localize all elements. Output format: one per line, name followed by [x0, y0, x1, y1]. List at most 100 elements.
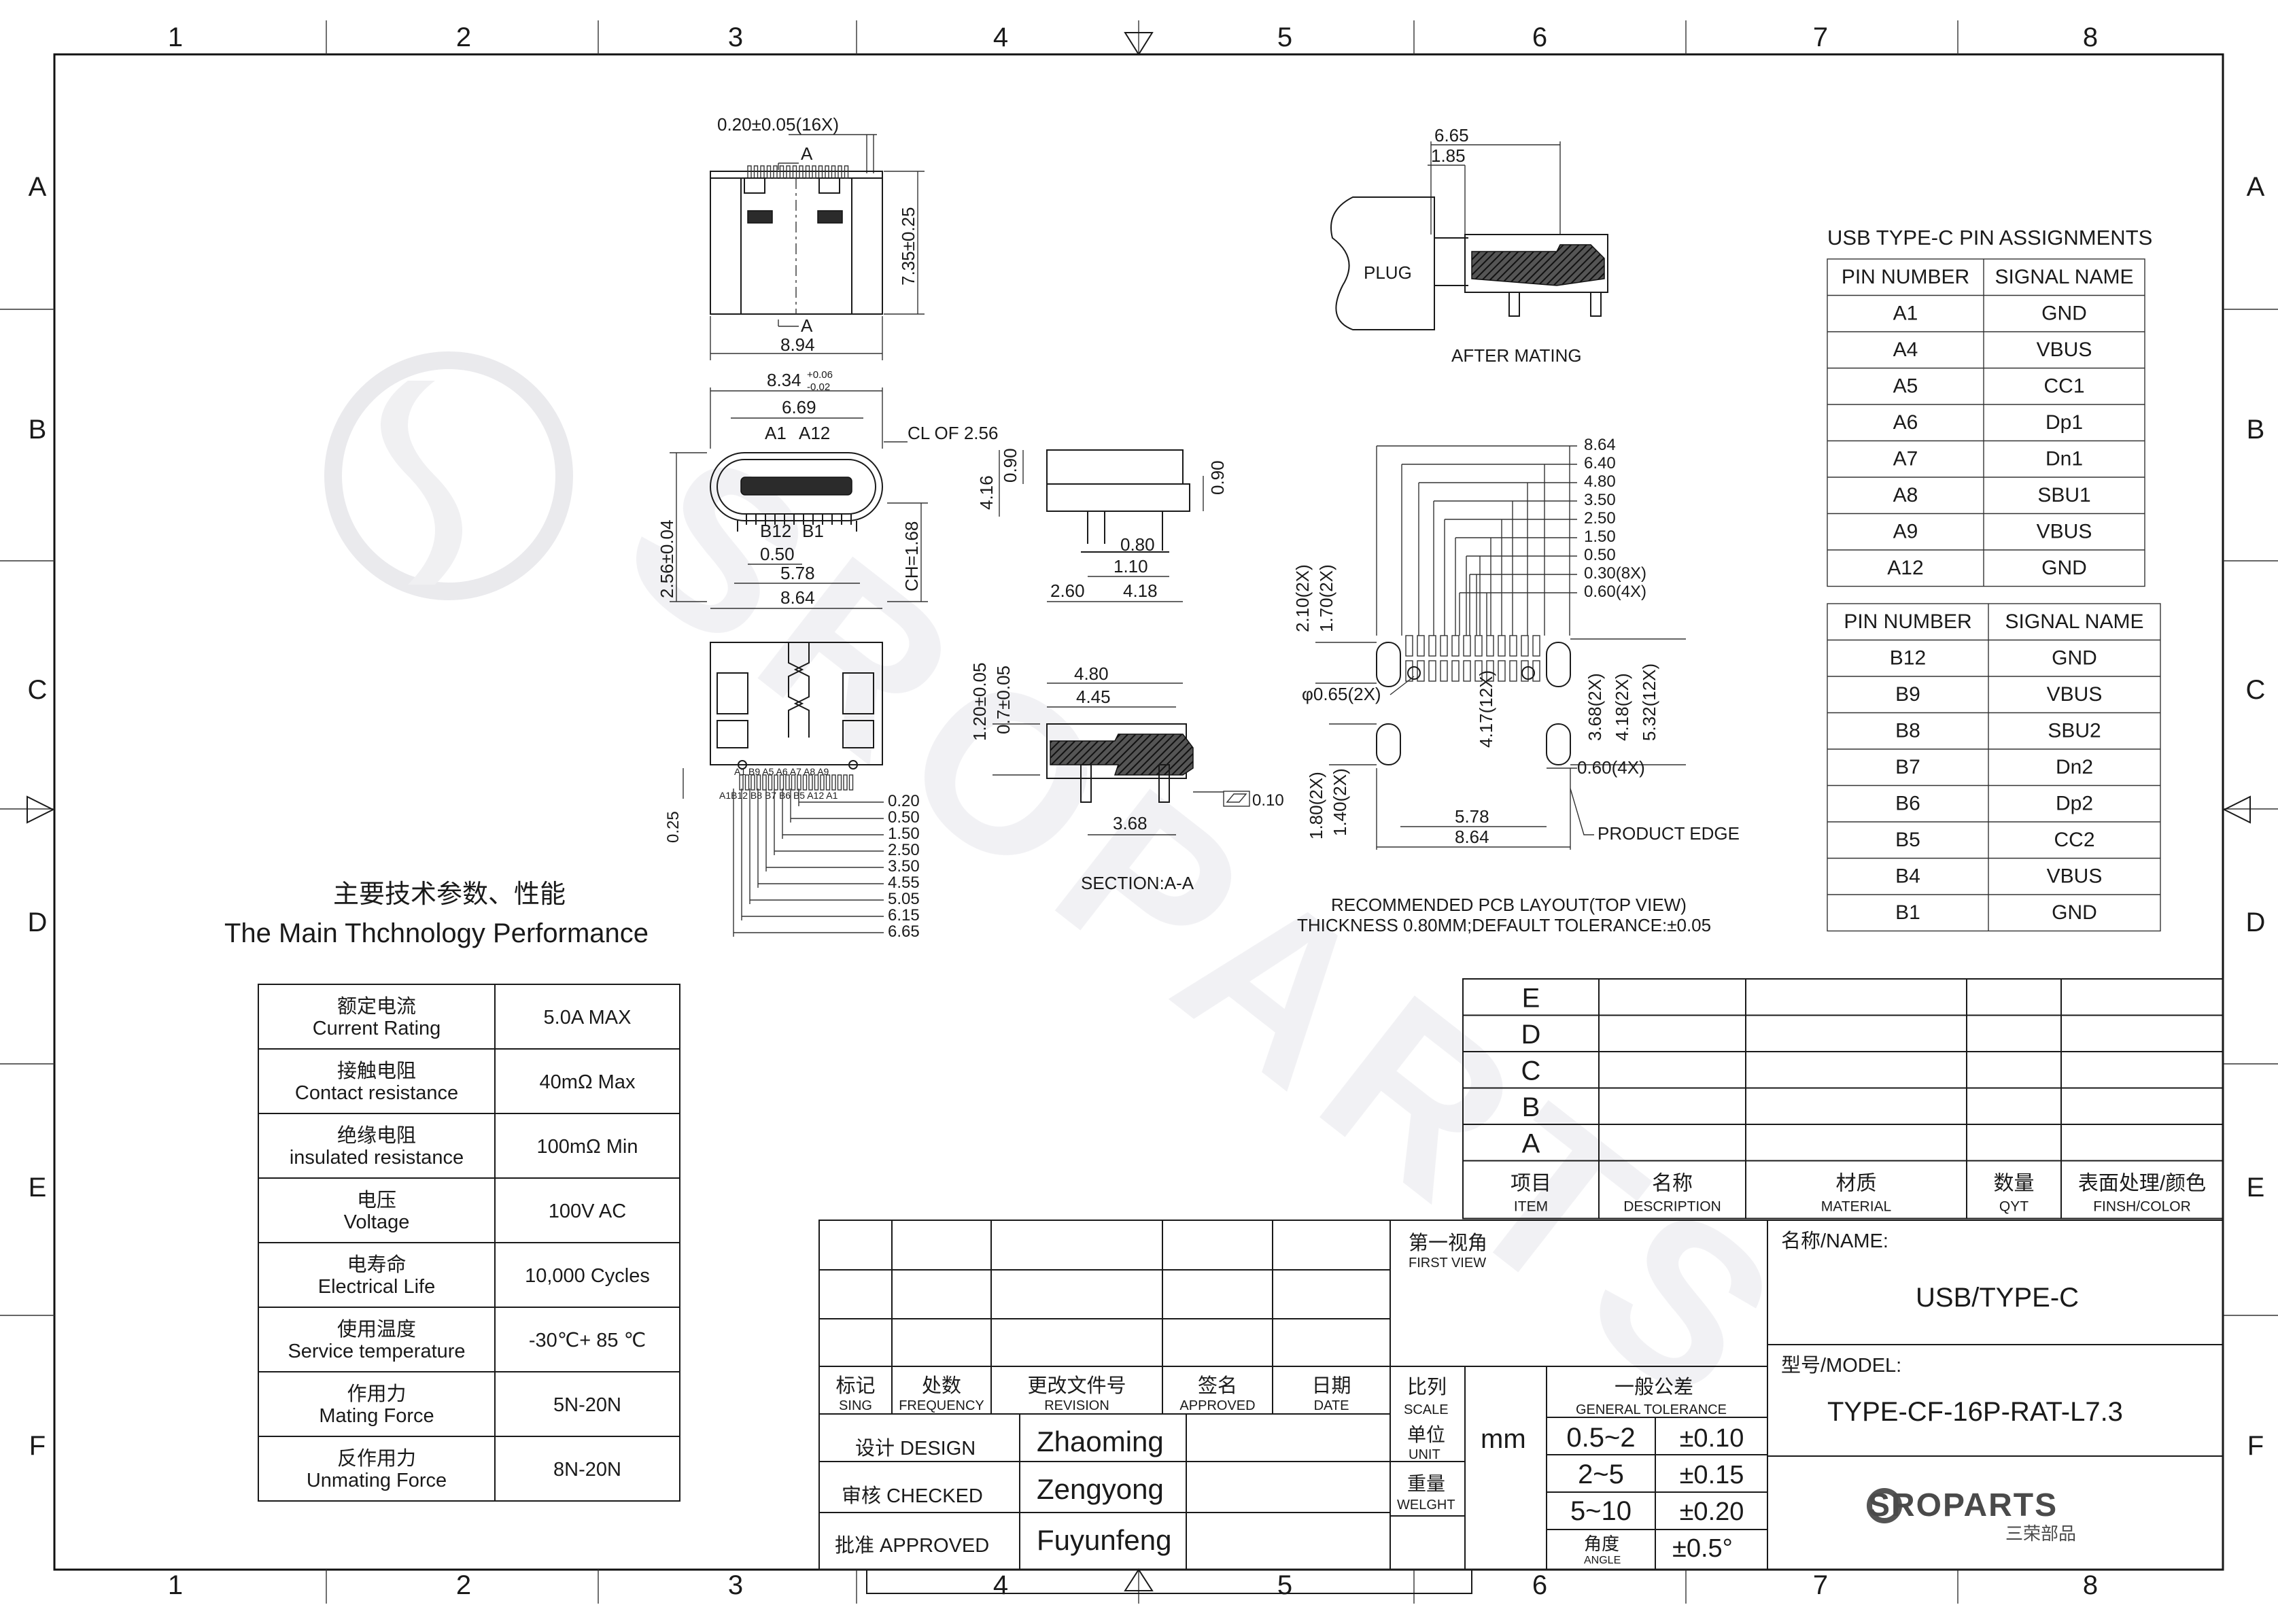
dim-height-735: 7.35±0.25: [898, 207, 918, 286]
zone-col-bottom-2: 2: [456, 1570, 471, 1600]
unit-value: mm: [1481, 1424, 1526, 1454]
pin-table-a-pin-2: A5: [1893, 375, 1918, 398]
dim-ch: CH=1.68: [901, 521, 922, 591]
perf-en-5: Service temperature: [288, 1341, 465, 1362]
bom-row-C: C: [1521, 1056, 1541, 1086]
after-mating-view: 6.65 1.85 PLUG AFTER MATING: [1330, 125, 1608, 366]
dim-416: 4.16: [976, 475, 997, 510]
bom-header-en-2: MATERIAL: [1821, 1199, 1891, 1215]
rev-header-en-1: FREQUENCY: [899, 1398, 984, 1413]
dim-368: 3.68: [1113, 813, 1147, 833]
zone-col-top-8: 8: [2083, 22, 2098, 52]
zone-row-right-D: D: [2246, 908, 2266, 937]
pin-a1-label: A1: [765, 423, 787, 443]
pin-table-b-signal-4: Dp2: [2056, 793, 2093, 815]
pcb-layout: 8.646.404.803.502.501.500.500.30(8X)0.60…: [1292, 436, 1740, 935]
perf-cn-6: 作用力: [347, 1383, 406, 1405]
pin-table-a-header-pin: PIN NUMBER: [1842, 266, 1969, 288]
approved-label: 批准 APPROVED: [835, 1534, 989, 1557]
dim-inner-width: 6.69: [782, 397, 816, 417]
angle-cn: 角度: [1584, 1534, 1619, 1554]
zone-row-right-C: C: [2246, 675, 2266, 705]
pin-table-b-pin-1: B9: [1895, 683, 1920, 706]
bom-header-cn-1: 名称: [1652, 1173, 1693, 1195]
bom-table: EDCBA项目ITEM名称DESCRIPTION材质MATERIAL数量QYT表…: [1462, 978, 2224, 1220]
pcb-dim-578: 5.78: [1455, 806, 1489, 827]
perf-val-6: 5N-20N: [553, 1394, 621, 1416]
logo-cn: 三荣部品: [2005, 1523, 2076, 1544]
centering-mark-left: [27, 795, 55, 824]
pin-table-a-signal-4: Dn1: [2046, 448, 2083, 470]
dim-090-right: 0.90: [1207, 460, 1228, 495]
first-view-en: FIRST VIEW: [1409, 1256, 1486, 1271]
dim-outer-width: 8.34: [767, 370, 801, 390]
tol-range-1: 2~5: [1578, 1459, 1624, 1489]
pin-table-a-pin-3: A6: [1893, 411, 1918, 434]
zone-col-top-3: 3: [728, 22, 743, 52]
pin-table-b-signal-5: CC2: [2054, 829, 2094, 851]
dim-445: 4.45: [1076, 687, 1111, 707]
dim-outer-tol-minus: -0.02: [807, 381, 830, 393]
pcb-caption-1: RECOMMENDED PCB LAYOUT(TOP VIEW): [1331, 895, 1687, 915]
zone-row-left-C: C: [28, 675, 48, 705]
zone-col-bottom-6: 6: [1532, 1570, 1547, 1600]
dim-080: 0.80: [1120, 534, 1155, 555]
dim-width-894: 8.94: [780, 334, 815, 355]
bottom-dim-5: 4.55: [888, 874, 920, 892]
rev-header-cn-2: 更改文件号: [1027, 1375, 1126, 1397]
perf-en-7: Unmating Force: [307, 1470, 447, 1491]
pin-table-a-signal-0: GND: [2041, 303, 2087, 325]
scale-en: SCALE: [1404, 1402, 1449, 1417]
pin-b12-label: B12: [760, 521, 791, 541]
bottom-dim-1: 0.50: [888, 808, 920, 827]
perf-cn-7: 反作用力: [337, 1447, 416, 1470]
bottom-dim-2: 1.50: [888, 825, 920, 843]
zone-col-top-1: 1: [168, 22, 183, 52]
perf-val-4: 10,000 Cycles: [525, 1265, 650, 1287]
pin-table-a-signal-7: GND: [2041, 557, 2087, 579]
pin-table-a-pin-7: A12: [1887, 557, 1923, 579]
zone-col-bottom-1: 1: [168, 1570, 183, 1600]
pcb-dim-060-bottom: 0.60(4X): [1577, 757, 1645, 778]
perf-val-0: 5.0A MAX: [544, 1007, 632, 1029]
bottom-pin-labels-top: A1 B9 A5 A6 A7 A8 A9: [734, 766, 829, 777]
zone-col-bottom-3: 3: [728, 1570, 743, 1600]
bottom-dim-7: 6.15: [888, 906, 920, 925]
bom-header-en-1: DESCRIPTION: [1623, 1199, 1721, 1215]
bottom-dim-3: 2.50: [888, 841, 920, 859]
dim-185: 1.85: [1431, 145, 1466, 166]
pcb-top-dim-7: 0.30(8X): [1584, 564, 1646, 583]
perf-en-2: insulated resistance: [290, 1147, 464, 1169]
pcb-dim-180: 1.80(2X): [1306, 772, 1326, 840]
bom-header-en-3: QYT: [1999, 1199, 2029, 1215]
bottom-dim-6: 5.05: [888, 890, 920, 908]
pin-table-a-pin-4: A7: [1893, 448, 1918, 470]
bottom-dim-8: 6.65: [888, 922, 920, 941]
bom-header-en-0: ITEM: [1514, 1199, 1548, 1215]
name-label: 名称/NAME:: [1781, 1230, 1888, 1252]
logo-text: SROPARTS: [1868, 1487, 2058, 1523]
first-view-cn: 第一视角: [1409, 1232, 1487, 1254]
rev-header-cn-1: 处数: [922, 1375, 961, 1397]
pin-table-a-header-signal: SIGNAL NAME: [1995, 266, 2134, 288]
dim-flatness: 0.10: [1252, 791, 1284, 810]
pcb-dim-170: 1.70(2X): [1316, 564, 1336, 632]
receptacle-shell: [710, 452, 883, 521]
zone-row-right-E: E: [2247, 1173, 2265, 1203]
zone-col-bottom-5: 5: [1277, 1570, 1292, 1600]
dim-480: 4.80: [1074, 663, 1109, 684]
bom-header-cn-4: 表面处理/颜色: [2078, 1173, 2206, 1195]
checked-label: 审核 CHECKED: [842, 1485, 983, 1507]
pcb-top-dim-6: 0.50: [1584, 546, 1616, 564]
zone-row-left-F: F: [29, 1431, 46, 1461]
approver-name: Fuyunfeng: [1037, 1524, 1171, 1556]
tol-value-2: ±0.20: [1680, 1498, 1744, 1526]
plug-label: PLUG: [1364, 262, 1412, 283]
section-aa-caption: SECTION:A-A: [1081, 873, 1194, 893]
pcb-top-dim-0: 8.64: [1584, 436, 1616, 454]
tol-range-2: 5~10: [1570, 1496, 1632, 1526]
pin-table-b-pin-3: B7: [1895, 756, 1920, 778]
designer-name: Zhaoming: [1037, 1426, 1164, 1457]
perf-en-3: Voltage: [344, 1211, 410, 1233]
